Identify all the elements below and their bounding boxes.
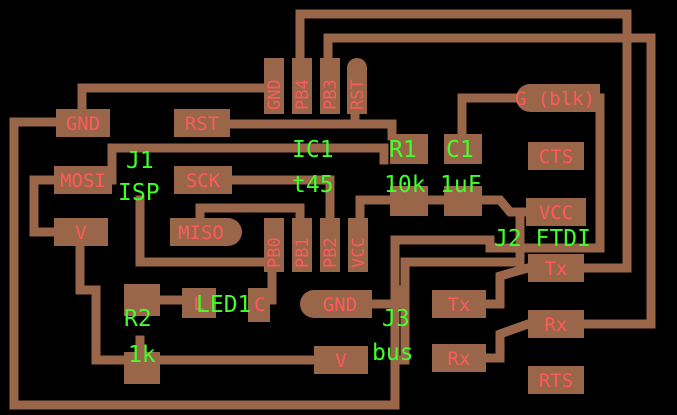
pad-g-blk-label: G (blk) <box>515 88 595 110</box>
pad-rts <box>528 366 584 394</box>
pad-ic-gnd-label: GND <box>265 79 285 110</box>
pad-led-c <box>248 288 270 322</box>
c1-value: 1uF <box>440 172 482 198</box>
pad-v-bus-label: V <box>335 350 346 372</box>
pad-gnd-bus-label: GND <box>323 294 357 316</box>
pad-rst <box>174 109 230 137</box>
r1-value: 10k <box>384 172 426 198</box>
pad-rx-bus <box>432 344 486 372</box>
pad-v-left-label: V <box>75 222 86 244</box>
pad-gnd-bus <box>300 290 372 318</box>
j3-type: bus <box>372 340 414 366</box>
trace-gnd-bus <box>365 285 405 309</box>
pad-gnd-left-label: GND <box>66 113 100 135</box>
pad-g-blk <box>516 84 600 112</box>
pad-ic-gnd <box>264 58 284 114</box>
pad-tx-ftdi <box>528 254 584 282</box>
ic1-name: IC1 <box>292 137 334 163</box>
pad-ic-pb0 <box>264 218 284 272</box>
trace-rst <box>225 119 397 141</box>
pad-led-l-label: L <box>193 293 204 315</box>
r2-name: R2 <box>124 306 152 332</box>
trace-rx-bus <box>481 318 534 363</box>
pad-ic-pb0-label: PB0 <box>265 237 285 268</box>
pad-r1-bottom <box>390 186 428 216</box>
pad-c1-top <box>444 134 482 164</box>
pad-ic-pb4 <box>292 58 312 114</box>
pad-cts <box>528 142 584 170</box>
trace-mosi-2 <box>107 143 389 185</box>
trace-c1-gnd <box>457 93 525 141</box>
trace-vcc-down <box>390 207 525 365</box>
c1-name: C1 <box>446 137 474 163</box>
pad-vcc-ftdi-label: VCC <box>539 202 573 224</box>
pad-ic-rst-label: RST <box>348 79 368 110</box>
pad-ic-pb1-label: PB1 <box>293 237 313 268</box>
pad-v-bus <box>314 346 368 374</box>
pad-r2-top <box>124 284 160 316</box>
j3-name: J3 <box>382 306 410 332</box>
pad-sck-label: SCK <box>186 170 221 192</box>
pad-ic-rst <box>347 58 367 114</box>
pads: GND RST MOSI SCK V MISO GND PB4 PB3 RST … <box>54 58 600 394</box>
pad-cts-label: CTS <box>539 146 573 168</box>
trace-mosi <box>29 175 63 237</box>
pad-ic-pb3-label: PB3 <box>321 79 341 110</box>
pad-ic-pb2 <box>320 218 340 272</box>
trace-pb3-rx <box>323 33 656 329</box>
pad-rx-bus-label: Rx <box>448 348 471 370</box>
pad-ic-pb2-label: PB2 <box>321 237 341 268</box>
ic1-type: t45 <box>292 172 334 198</box>
pad-led-l <box>182 288 216 318</box>
pad-led-c-label: C <box>254 294 265 316</box>
trace-pb4-tx <box>295 9 632 273</box>
pad-rst-label: RST <box>185 113 219 135</box>
pad-tx-ftdi-label: Tx <box>545 258 568 280</box>
trace-sck <box>227 175 335 225</box>
pad-r2-bottom <box>124 352 160 384</box>
pad-tx-bus <box>432 290 486 318</box>
pad-sck <box>174 166 232 194</box>
pad-rts-label: RTS <box>539 370 573 392</box>
pad-ic-pb3 <box>320 58 340 114</box>
pad-gnd-left <box>56 109 110 137</box>
pad-r1-top <box>390 134 428 164</box>
pad-miso <box>170 218 242 246</box>
pad-ic-vcc-label: VCC <box>349 237 369 268</box>
pad-miso-label: MISO <box>178 222 224 244</box>
led-name: LED1 <box>196 292 251 318</box>
pad-tx-bus-label: Tx <box>448 294 471 316</box>
r1-name: R1 <box>389 137 417 163</box>
pad-ic-pb4-label: PB4 <box>293 79 313 110</box>
pad-mosi <box>54 166 112 194</box>
pad-rx-ftdi-label: Rx <box>545 314 568 336</box>
trace-tx-bus <box>481 262 534 309</box>
j1-name: J1 <box>126 148 154 174</box>
trace-v <box>75 227 320 365</box>
r2-value: 1k <box>128 342 156 368</box>
pad-mosi-label: MOSI <box>60 170 106 192</box>
pad-ic-vcc <box>348 218 368 272</box>
pad-ic-pb1 <box>292 218 312 272</box>
pad-c1-bottom <box>444 186 482 216</box>
part-labels: J1 ISP IC1 t45 R1 10k C1 1uF J2 FTDI R2 … <box>118 137 591 368</box>
pad-v-left <box>54 218 108 246</box>
trace-gnd-outer <box>9 93 605 410</box>
pad-vcc-ftdi <box>526 198 586 226</box>
j1-type: ISP <box>118 180 160 206</box>
j2-label: J2 FTDI <box>494 226 591 252</box>
pad-rx-ftdi <box>528 310 584 338</box>
